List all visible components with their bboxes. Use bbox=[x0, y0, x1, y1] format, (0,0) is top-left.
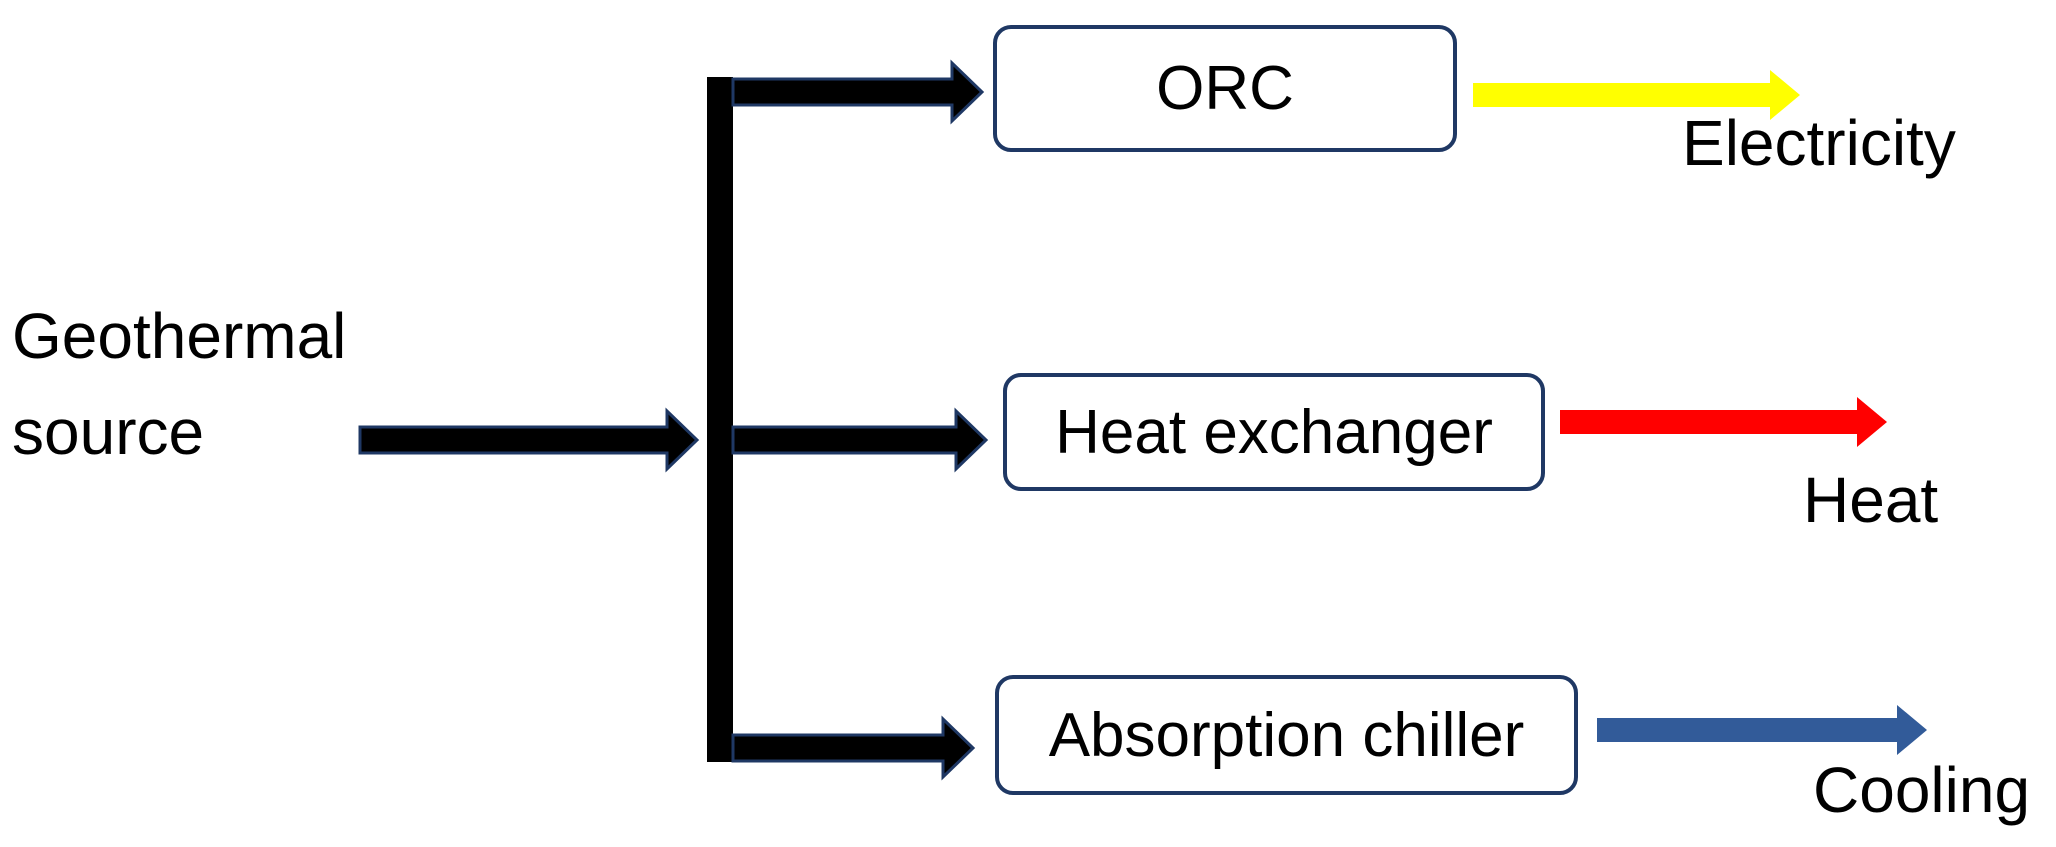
node-orc-label: ORC bbox=[1156, 54, 1294, 123]
junction-to-orc-arrow bbox=[731, 59, 985, 125]
node-absorption-chiller: Absorption chiller bbox=[995, 675, 1578, 795]
junction-bar bbox=[707, 77, 733, 762]
junction-to-absorption-chiller-arrow bbox=[731, 715, 976, 781]
electricity-label: Electricity bbox=[1682, 107, 1956, 179]
cooling-output-arrow bbox=[1597, 705, 1927, 755]
node-absorption-chiller-label: Absorption chiller bbox=[1048, 700, 1525, 770]
electricity-output-arrow bbox=[1473, 70, 1800, 120]
source-to-junction-arrow bbox=[358, 407, 700, 473]
node-orc: ORC bbox=[993, 25, 1457, 152]
junction-to-heat-exchanger-arrow bbox=[731, 407, 989, 473]
cooling-label: Cooling bbox=[1813, 754, 2031, 826]
heat-output-arrow bbox=[1560, 397, 1887, 447]
node-heat-exchanger-label: Heat exchanger bbox=[1055, 397, 1493, 467]
node-heat-exchanger: Heat exchanger bbox=[1003, 373, 1545, 491]
heat-label: Heat bbox=[1803, 464, 1939, 536]
geothermal-source-label: Geothermal source bbox=[12, 300, 347, 468]
